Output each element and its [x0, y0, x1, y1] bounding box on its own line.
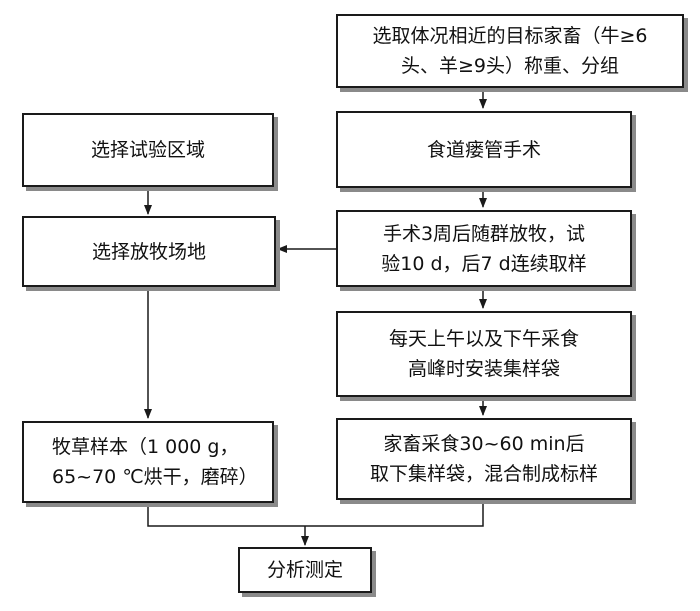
- box-select-livestock: 选取体况相近的目标家畜（牛≥6 头、羊≥9头）称重、分组: [336, 14, 684, 88]
- box-select-livestock-line2: 头、羊≥9头）称重、分组: [400, 55, 619, 77]
- box-forage-samples-line1: 牧草样本（1 000 g，: [52, 436, 239, 458]
- merge-line: [147, 499, 484, 527]
- box-remove-bags-line2: 取下集样袋，混合制成标样: [369, 463, 598, 485]
- box-forage-samples: 牧草样本（1 000 g， 65~70 ℃烘干，磨碎）: [22, 421, 274, 503]
- box-select-livestock-line1: 选取体况相近的目标家畜（牛≥6: [372, 25, 648, 47]
- box-install-bags: 每天上午以及下午采食 高峰时安装集样袋: [336, 311, 632, 397]
- box-esophageal-surgery: 食道瘘管手术: [336, 111, 632, 188]
- box-remove-bags: 家畜采食30~60 min后 取下集样袋，混合制成标样: [336, 418, 632, 500]
- box-select-test-area: 选择试验区域: [22, 113, 274, 187]
- box-select-grazing-site: 选择放牧场地: [22, 216, 276, 287]
- box-remove-bags-line1: 家畜采食30~60 min后: [383, 433, 585, 455]
- box-post-surgery-grazing-line2: 验10 d，后7 d连续取样: [381, 252, 587, 275]
- box-select-grazing-site-line1: 选择放牧场地: [91, 240, 206, 263]
- box-post-surgery-grazing: 手术3周后随群放牧，试 验10 d，后7 d连续取样: [336, 210, 632, 287]
- box-install-bags-line2: 高峰时安装集样袋: [407, 358, 560, 380]
- box-install-bags-line1: 每天上午以及下午采食: [388, 328, 579, 350]
- box-select-test-area-line1: 选择试验区域: [90, 139, 205, 161]
- box-esophageal-surgery-line1: 食道瘘管手术: [426, 138, 541, 161]
- box-forage-samples-line2: 65~70 ℃烘干，磨碎）: [52, 466, 258, 488]
- box-post-surgery-grazing-line1: 手术3周后随群放牧，试: [382, 222, 586, 245]
- box-analysis-line1: 分析测定: [266, 559, 343, 581]
- box-analysis: 分析测定: [238, 547, 372, 593]
